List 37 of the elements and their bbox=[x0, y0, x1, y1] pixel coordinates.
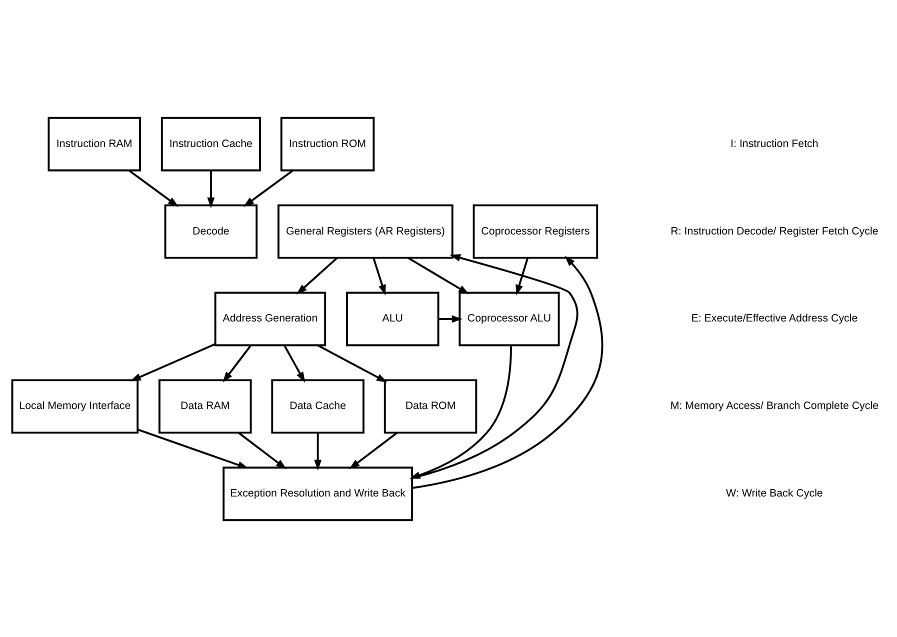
arrow bbox=[222, 344, 252, 382]
node-box: ALU bbox=[346, 291, 440, 346]
arrow bbox=[408, 256, 470, 294]
arrow bbox=[296, 256, 338, 294]
node-box: Local Memory Interface bbox=[11, 378, 139, 434]
arrow bbox=[317, 344, 388, 382]
arrow bbox=[284, 344, 306, 382]
arrow bbox=[128, 169, 179, 206]
node-box: Data RAM bbox=[158, 378, 252, 434]
node-box: Data Cache bbox=[271, 378, 364, 434]
arrow bbox=[412, 255, 604, 488]
arrow bbox=[243, 169, 294, 206]
node-box: Instruction ROM bbox=[280, 116, 375, 171]
node-box: Exception Resolution and Write Back bbox=[222, 466, 414, 521]
node-box: Data ROM bbox=[384, 378, 478, 434]
node-box: Coprocessor ALU bbox=[458, 291, 560, 346]
arrow bbox=[314, 432, 322, 470]
node-box: Instruction RAM bbox=[48, 116, 141, 171]
arrow bbox=[372, 257, 386, 295]
arrow bbox=[137, 428, 249, 468]
label: W: Write Back Cycle bbox=[726, 487, 823, 500]
label: I: Instruction Fetch bbox=[730, 137, 818, 150]
arrow bbox=[349, 432, 398, 469]
arrow bbox=[130, 342, 216, 381]
label: M: Memory Access/ Branch Complete Cycle bbox=[670, 400, 879, 412]
node-box: Coprocessor Registers bbox=[472, 204, 598, 258]
node-box: Instruction Cache bbox=[160, 116, 261, 171]
arrow bbox=[207, 170, 215, 208]
node-box: General Registers (AR Registers) bbox=[278, 204, 454, 258]
arrow bbox=[438, 314, 463, 322]
arrow bbox=[516, 257, 529, 295]
arrow bbox=[238, 432, 287, 469]
arrow bbox=[412, 254, 578, 479]
label: E: Execute/Effective Address Cycle bbox=[691, 312, 858, 324]
label: R: Instruction Decode/ Register Fetch Cycle bbox=[670, 224, 878, 237]
node-box: Address Generation bbox=[214, 291, 326, 346]
node-box: Decode bbox=[164, 204, 258, 258]
